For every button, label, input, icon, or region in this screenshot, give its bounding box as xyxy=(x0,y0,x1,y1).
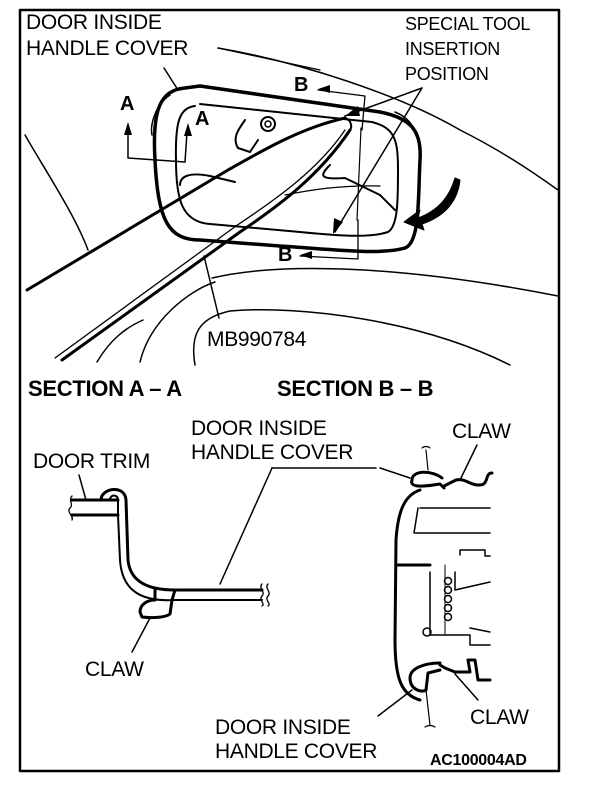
handle-cover-rim-left xyxy=(150,94,171,136)
label-door-inside-handle-cover-b-line2: HANDLE COVER xyxy=(215,740,378,763)
section-b-spring-coils xyxy=(422,576,453,637)
label-door-trim: DOOR TRIM xyxy=(33,450,151,473)
section-b-housing-top-panel xyxy=(413,507,491,534)
leader-claw-b-bottom xyxy=(454,673,479,701)
special-tool-lower-edge-2 xyxy=(54,129,346,359)
door-armrest-curve-3 xyxy=(192,309,511,366)
section-a-claw xyxy=(138,588,177,620)
handle-lever-pocket xyxy=(179,173,236,186)
screw-circle xyxy=(260,116,276,132)
section-a-arrow-right xyxy=(184,123,192,136)
section-a-cover-break xyxy=(260,583,270,607)
section-b-bottom-cover-hook xyxy=(408,661,442,693)
section-b-bottom-ear xyxy=(424,689,436,728)
lock-knob-body xyxy=(234,119,259,153)
leader-claw-b-top xyxy=(459,444,478,481)
door-trim-shape xyxy=(70,498,120,517)
door-trim-break xyxy=(68,495,73,521)
leader-cover-b-top xyxy=(379,467,411,479)
door-armrest-curve-1 xyxy=(211,267,559,297)
section-b-bottom-claw xyxy=(438,658,492,682)
label-claw-a: CLAW xyxy=(85,658,144,681)
section-marker-a-right: A xyxy=(195,108,210,130)
removal-direction-arrow xyxy=(403,177,461,231)
insertion-arrowhead-bottom xyxy=(333,218,343,234)
leader-claw-a xyxy=(131,617,151,653)
section-b-cut-line-bottom xyxy=(299,219,359,260)
label-door-inside-handle-cover-b-line1: DOOR INSIDE xyxy=(215,716,351,739)
figure-frame xyxy=(18,8,561,773)
leader-door-inside-handle-cover xyxy=(163,67,179,91)
section-b-arrow-bottom xyxy=(300,251,312,259)
label-special-tool-line1: SPECIAL TOOL xyxy=(405,14,531,34)
section-a-cover-outer xyxy=(99,488,264,592)
handle-cover-rim-right xyxy=(394,111,421,151)
section-a-title: SECTION A – A xyxy=(28,376,182,401)
section-marker-a-left: A xyxy=(120,93,135,115)
door-armrest-curve-2 xyxy=(139,281,216,363)
insertion-arrowhead-top xyxy=(345,106,360,116)
section-a-cover-inner xyxy=(109,494,263,602)
label-special-tool-line3: POSITION xyxy=(405,64,489,84)
section-b-top-ear xyxy=(421,445,431,471)
label-claw-b-top: CLAW xyxy=(452,420,511,443)
label-door-inside-handle-cover-top-line1: DOOR INSIDE xyxy=(26,11,162,34)
leader-special-tool xyxy=(203,255,220,319)
leader-cover-long xyxy=(217,47,321,71)
section-b-top-cover-hook xyxy=(410,470,446,490)
figure-code: AC100004AD xyxy=(430,752,527,769)
leader-cover-a xyxy=(219,467,273,585)
section-b-mechanism xyxy=(429,549,491,646)
label-special-tool-line2: INSERTION xyxy=(405,39,500,59)
special-tool-tip xyxy=(344,117,353,131)
label-claw-b-bottom: CLAW xyxy=(470,706,529,729)
section-b-housing-outer xyxy=(393,488,422,702)
door-panel-left-curve xyxy=(24,134,89,251)
section-b-arrow-top xyxy=(318,85,330,93)
section-b-cut-line-top xyxy=(317,89,366,131)
leader-cover-b-bottom xyxy=(377,689,413,717)
leader-door-trim xyxy=(78,474,87,501)
section-b-top-claw xyxy=(442,471,494,488)
section-a-cut-line xyxy=(127,129,188,163)
door-panel-top-curve xyxy=(217,47,559,191)
special-tool-lower-edge xyxy=(60,128,352,362)
insertion-arrow-bottom xyxy=(334,87,423,233)
label-door-inside-handle-cover-a-line2: HANDLE COVER xyxy=(191,441,354,464)
section-b-title: SECTION B – B xyxy=(277,376,434,401)
section-marker-b-top: B xyxy=(294,74,309,96)
handle-lever-vertical xyxy=(356,127,362,221)
label-special-tool-part-number: MB990784 xyxy=(207,328,307,351)
section-marker-b-bottom: B xyxy=(278,244,293,266)
label-door-inside-handle-cover-a-line1: DOOR INSIDE xyxy=(191,417,327,440)
handle-lever-inner xyxy=(322,164,396,211)
section-a-arrow-left xyxy=(124,122,132,135)
handle-cover-inner-outline xyxy=(174,103,399,237)
door-armrest-curve-4 xyxy=(96,319,144,363)
special-tool-upper-edge xyxy=(25,116,347,292)
label-door-inside-handle-cover-top-line2: HANDLE COVER xyxy=(26,37,189,60)
